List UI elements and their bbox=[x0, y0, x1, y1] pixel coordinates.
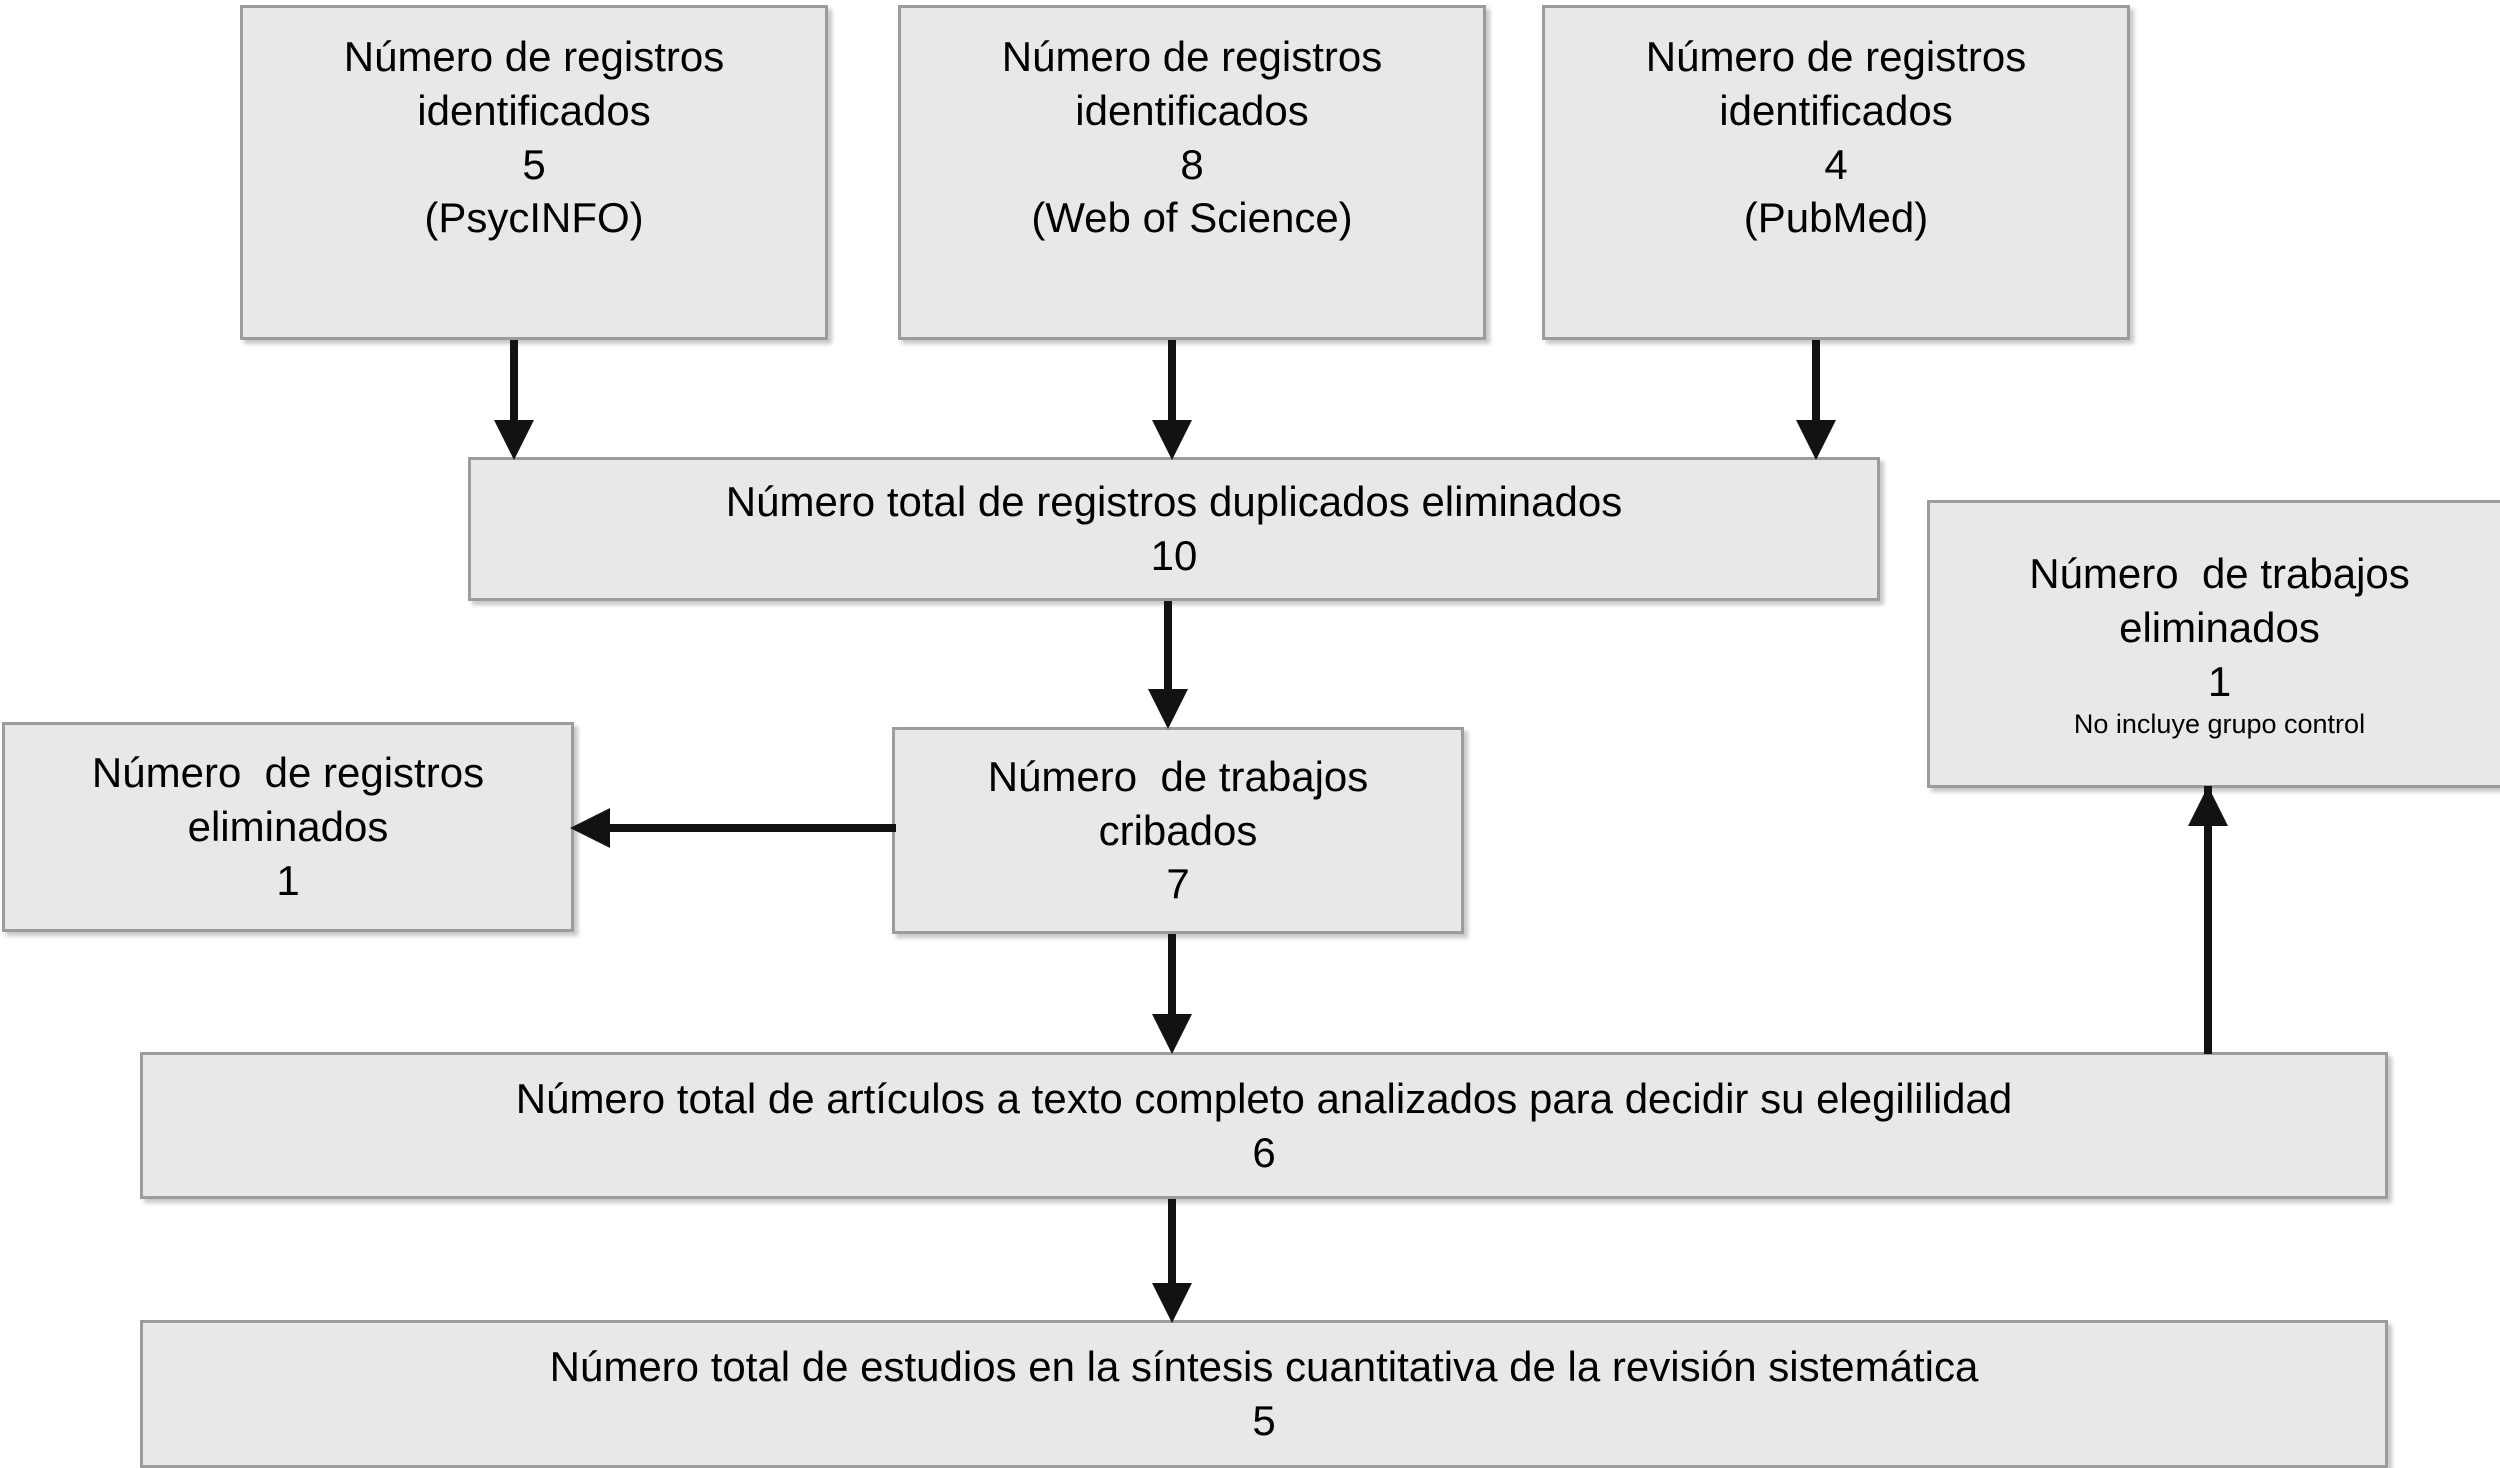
arrow-down-icon-duplicates-to-screened bbox=[1148, 601, 1188, 729]
node-line: Número total de estudios en la síntesis … bbox=[549, 1343, 1979, 1391]
node-works-removed-with-reason: Número de trabajos eliminados 1 No inclu… bbox=[1927, 500, 2500, 788]
node-count: 5 bbox=[1252, 1397, 1276, 1444]
arrow-shaft bbox=[1168, 1199, 1176, 1285]
node-count: 6 bbox=[1252, 1128, 1276, 1176]
node-records-identified-web-of-science: Número de registros identificados 8 (Web… bbox=[898, 5, 1486, 340]
node-duplicate-records-removed: Número total de registros duplicados eli… bbox=[468, 457, 1880, 601]
node-records-removed-screening: Número de registros eliminados 1 bbox=[2, 722, 574, 932]
node-line: Número de trabajos bbox=[987, 752, 1369, 800]
node-source: (Web of Science) bbox=[1031, 194, 1353, 242]
node-studies-included-in-synthesis: Número total de estudios en la síntesis … bbox=[140, 1320, 2388, 1468]
node-line: Número de registros bbox=[1001, 33, 1383, 80]
arrow-down-icon-screened-to-eligibility bbox=[1152, 934, 1192, 1054]
arrow-head bbox=[1152, 1283, 1192, 1323]
arrow-head bbox=[1152, 1014, 1192, 1054]
arrow-head bbox=[1796, 420, 1836, 460]
node-count: 10 bbox=[1150, 532, 1198, 579]
arrow-head bbox=[2188, 786, 2228, 826]
arrow-shaft bbox=[600, 824, 896, 832]
node-records-identified-psycinfo: Número de registros identificados 5 (Psy… bbox=[240, 5, 828, 340]
node-count: 1 bbox=[2207, 657, 2232, 705]
arrow-shaft bbox=[510, 340, 518, 422]
node-line: Número de registros bbox=[343, 33, 725, 80]
arrow-shaft bbox=[1164, 601, 1172, 691]
node-line: eliminados bbox=[2119, 603, 2320, 651]
node-line: Número de trabajos bbox=[2029, 550, 2410, 598]
arrow-shaft bbox=[1168, 340, 1176, 422]
arrow-head bbox=[1152, 420, 1192, 460]
node-line: Número total de artículos a texto comple… bbox=[515, 1074, 2013, 1122]
node-count: 4 bbox=[1824, 140, 1848, 188]
arrow-head bbox=[494, 420, 534, 460]
node-count: 1 bbox=[276, 856, 300, 904]
arrow-shaft bbox=[1812, 340, 1820, 422]
arrow-down-icon-psycinfo-to-duplicates bbox=[494, 340, 534, 460]
node-line: identificados bbox=[1719, 86, 1953, 134]
arrow-down-icon-eligibility-to-included bbox=[1152, 1199, 1192, 1323]
node-source: (PsycINFO) bbox=[424, 194, 644, 242]
arrow-shaft bbox=[2204, 786, 2212, 1054]
node-reason-note: No incluye grupo control bbox=[2073, 709, 2366, 740]
node-full-text-articles-assessed: Número total de artículos a texto comple… bbox=[140, 1052, 2388, 1199]
arrow-left-icon-screened-to-records-removed bbox=[570, 808, 896, 848]
node-line: Número de registros bbox=[91, 749, 485, 797]
arrow-up-icon-eligibility-to-works-removed bbox=[2188, 786, 2228, 1054]
arrow-shaft bbox=[1168, 934, 1176, 1016]
node-line: identificados bbox=[1075, 86, 1309, 134]
node-line: Número total de registros duplicados eli… bbox=[725, 478, 1623, 526]
node-records-identified-pubmed: Número de registros identificados 4 (Pub… bbox=[1542, 5, 2130, 340]
node-count: 5 bbox=[522, 140, 546, 188]
node-works-screened: Número de trabajos cribados 7 bbox=[892, 727, 1464, 934]
arrow-down-icon-wos-to-duplicates bbox=[1152, 340, 1192, 460]
node-line: Número de registros bbox=[1645, 33, 2027, 80]
node-source: (PubMed) bbox=[1743, 194, 1929, 242]
arrow-head bbox=[570, 808, 610, 848]
arrow-head bbox=[1148, 689, 1188, 729]
node-line: eliminados bbox=[187, 803, 389, 851]
node-count: 7 bbox=[1166, 860, 1190, 908]
arrow-down-icon-pubmed-to-duplicates bbox=[1796, 340, 1836, 460]
node-line: cribados bbox=[1098, 806, 1258, 854]
node-count: 8 bbox=[1180, 140, 1204, 188]
node-line: identificados bbox=[417, 86, 651, 134]
